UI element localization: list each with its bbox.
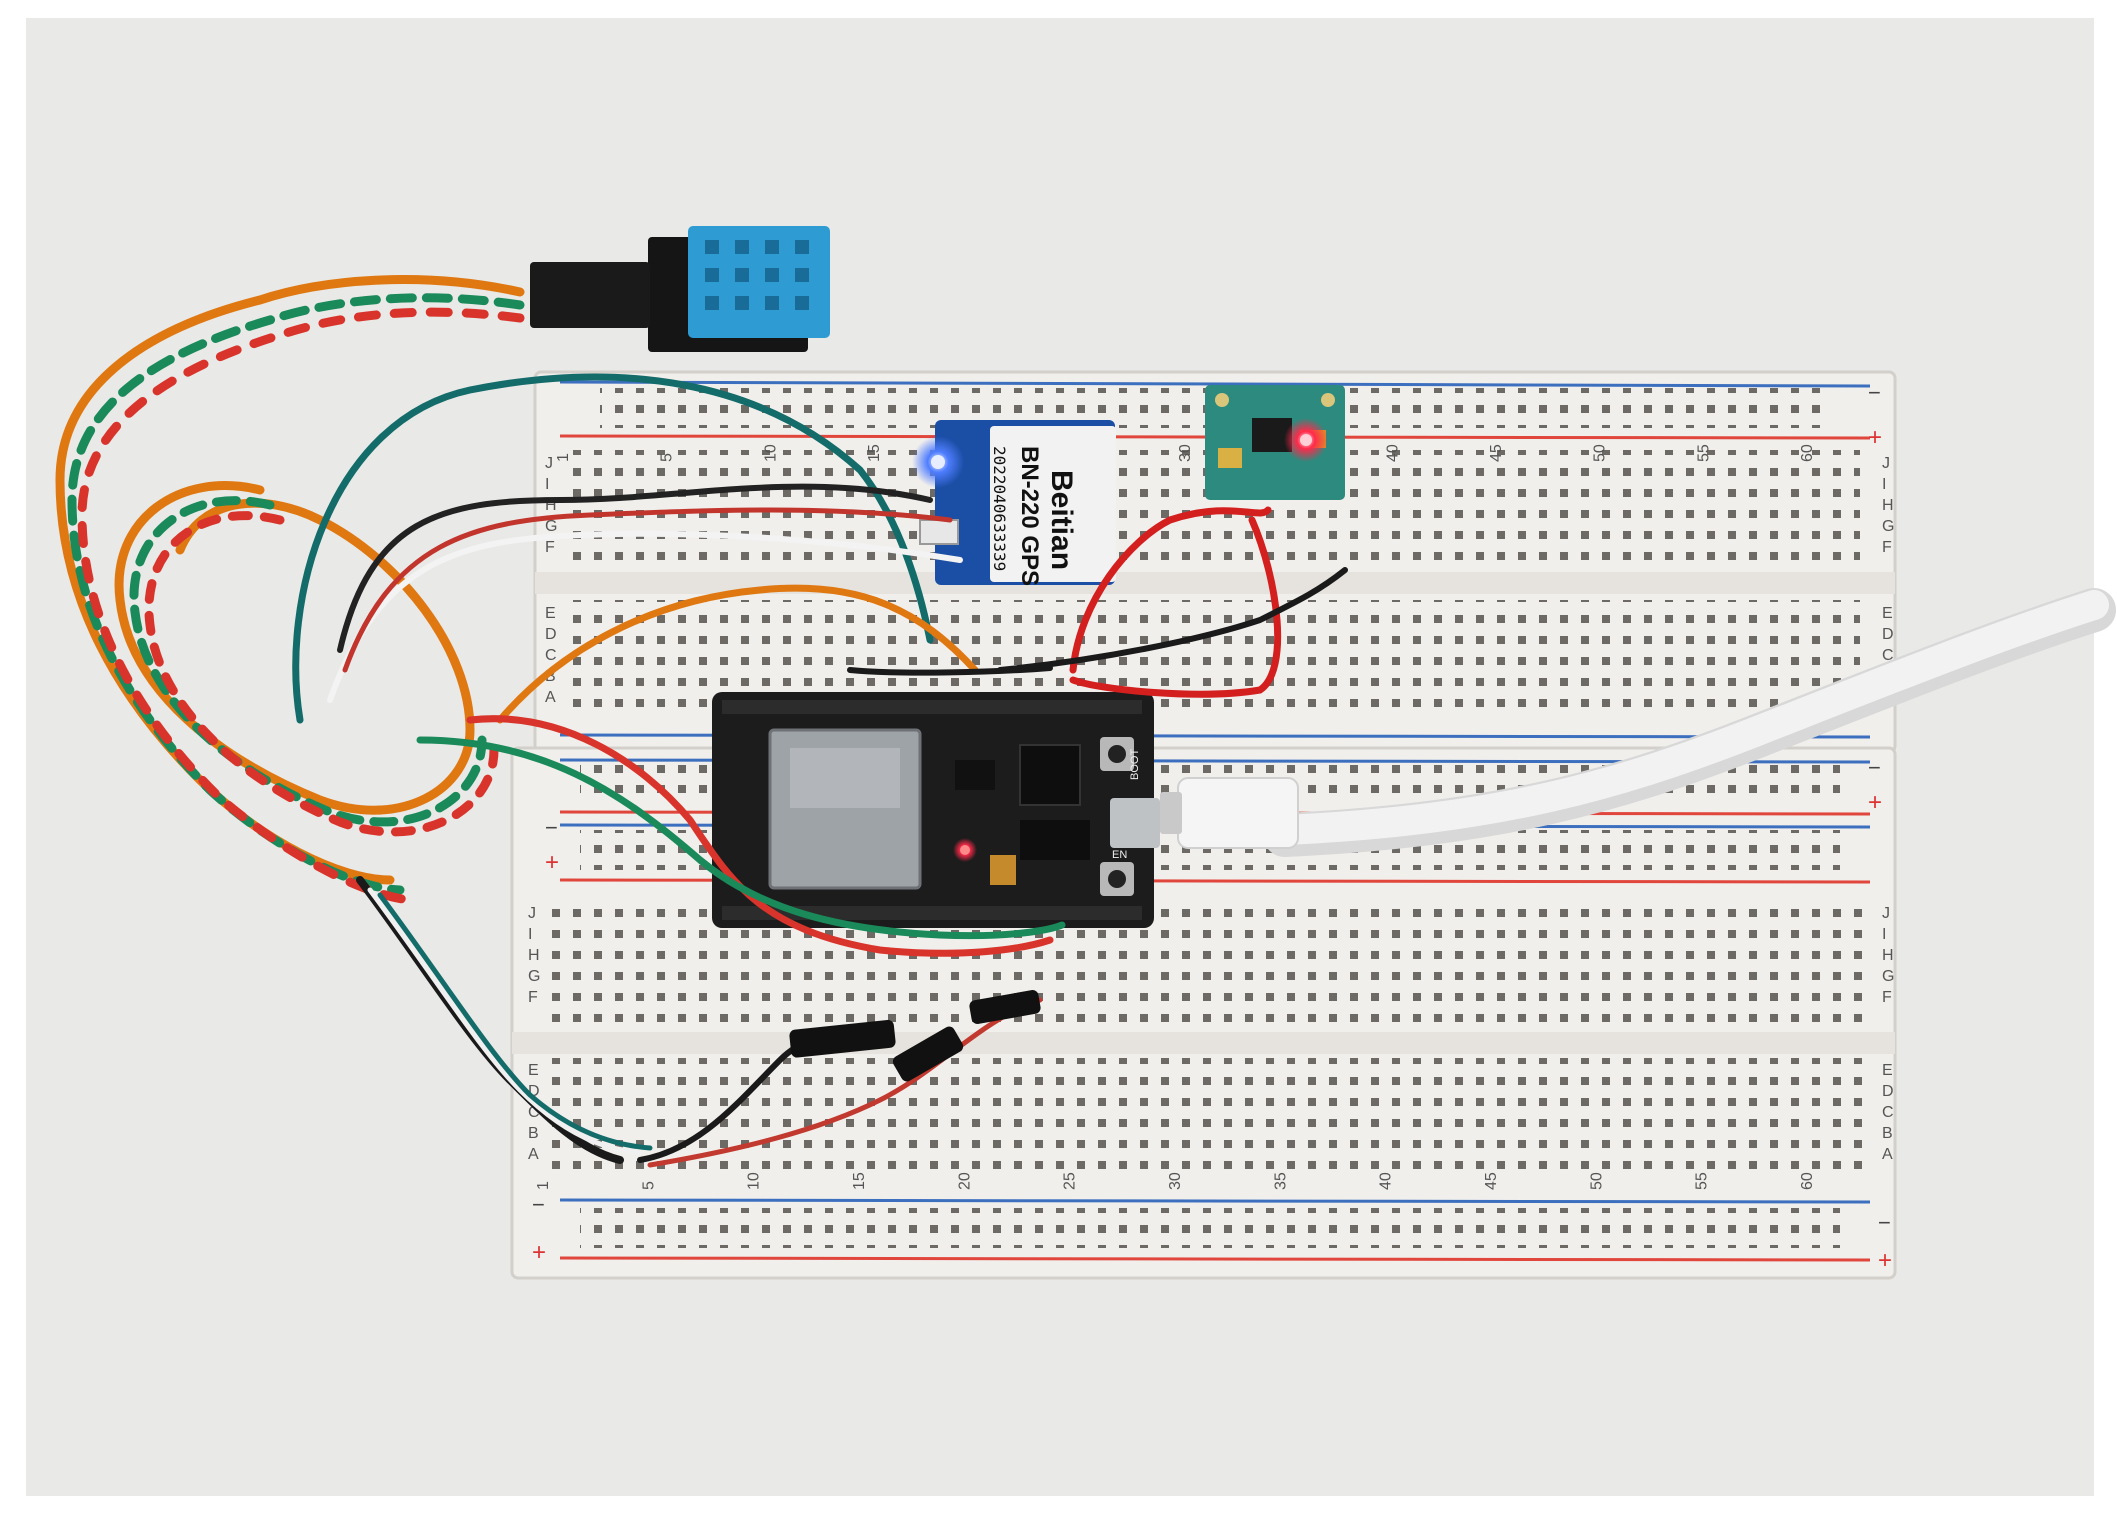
upper-right-top-row-J: J (1882, 455, 1890, 472)
upper-col-15: 15 (866, 444, 883, 462)
lower-rail-plus-2: + (545, 849, 559, 876)
lower-left-top-row-H: H (528, 947, 540, 964)
upper-left-top-row-J: J (545, 455, 553, 472)
lower-col-1: 1 (535, 1181, 552, 1190)
bottom-rail-minus-right: − (1878, 1210, 1891, 1235)
mpu-sensor-icon (1205, 385, 1345, 500)
lower-right-bottom-row-C: C (1882, 1104, 1894, 1121)
lower-col-10: 10 (746, 1172, 763, 1190)
upper-right-top-row-F: F (1882, 539, 1892, 556)
upper-col-55: 55 (1695, 444, 1712, 462)
upper-left-top-row-F: F (545, 539, 555, 556)
upper-left-bottom-row-A: A (545, 689, 556, 706)
lower-col-55: 55 (1694, 1172, 1711, 1190)
gps-brand-label: Beitian (1045, 470, 1078, 570)
gps-module-icon (912, 420, 1116, 585)
lower-col-5: 5 (640, 1181, 657, 1190)
lower-left-bottom-row-D: D (528, 1083, 540, 1100)
wires (55, 275, 1348, 1168)
upper-right-bottom-row-E: E (1882, 605, 1893, 622)
dht11-sensor-icon (530, 226, 830, 352)
lower-left-top-row-G: G (528, 968, 540, 985)
en-label: EN (1112, 849, 1127, 861)
lower-left-top-row-J: J (528, 905, 536, 922)
upper-left-bottom-row-E: E (545, 605, 556, 622)
lower-left-bottom-row-C: C (528, 1104, 540, 1121)
upper-rail-minus: − (1868, 380, 1881, 405)
upper-right-top-row-H: H (1882, 497, 1894, 514)
upper-left-bottom-row-C: C (545, 647, 557, 664)
lower-left-top-row-I: I (528, 926, 532, 943)
upper-col-30: 30 (1177, 444, 1194, 462)
bottom-rail-minus: − (532, 1192, 545, 1217)
lower-col-45: 45 (1483, 1172, 1500, 1190)
lower-left-top-row-F: F (528, 989, 538, 1006)
upper-col-5: 5 (659, 453, 676, 462)
lower-col-20: 20 (956, 1172, 973, 1190)
boot-label: BOOT (1129, 749, 1141, 780)
lower-col-50: 50 (1588, 1172, 1605, 1190)
lower-right-bottom-row-D: D (1882, 1083, 1894, 1100)
upper-col-40: 40 (1384, 444, 1401, 462)
lower-right-bottom-row-E: E (1882, 1062, 1893, 1079)
lower-left-bottom-row-A: A (528, 1146, 539, 1163)
bottom-rail-plus: + (532, 1239, 546, 1266)
lower-right-top-row-H: H (1882, 947, 1894, 964)
upper-left-top-row-I: I (545, 476, 549, 493)
lower-col-30: 30 (1167, 1172, 1184, 1190)
upper-left-bottom-row-D: D (545, 626, 557, 643)
esp32-board-icon (712, 692, 1160, 928)
upper-right-top-row-I: I (1882, 476, 1886, 493)
upper-left-bottom-row-B: B (545, 668, 556, 685)
gps-model-label: BN-220 GPS (1016, 446, 1043, 586)
lower-col-40: 40 (1378, 1172, 1395, 1190)
upper-col-45: 45 (1488, 444, 1505, 462)
upper-col-50: 50 (1592, 444, 1609, 462)
lower-left-bottom-row-E: E (528, 1062, 539, 1079)
upper-col-1: 1 (555, 453, 572, 462)
lower-col-15: 15 (851, 1172, 868, 1190)
upper-col-10: 10 (762, 444, 779, 462)
upper-left-top-row-G: G (545, 518, 557, 535)
lower-rail-plus: + (1868, 789, 1882, 816)
lower-right-top-row-F: F (1882, 989, 1892, 1006)
lower-right-bottom-row-B: B (1882, 1125, 1893, 1142)
lower-right-top-row-I: I (1882, 926, 1886, 943)
lower-rail-minus: − (1868, 755, 1881, 780)
usb-cable-icon (1160, 588, 2116, 857)
upper-col-60: 60 (1799, 444, 1816, 462)
upper-left-top-row-H: H (545, 497, 557, 514)
lower-right-top-row-J: J (1882, 905, 1890, 922)
upper-right-top-row-G: G (1882, 518, 1894, 535)
lower-col-35: 35 (1272, 1172, 1289, 1190)
upper-rail-plus: + (1868, 424, 1882, 451)
lower-col-25: 25 (1062, 1172, 1079, 1190)
lower-right-bottom-row-A: A (1882, 1146, 1893, 1163)
lower-left-bottom-row-B: B (528, 1125, 539, 1142)
bottom-rail-plus-right: + (1878, 1247, 1892, 1274)
lower-rail-minus-2: − (545, 815, 558, 840)
upper-right-bottom-row-C: C (1882, 647, 1894, 664)
lower-col-60: 60 (1799, 1172, 1816, 1190)
upper-right-bottom-row-D: D (1882, 626, 1894, 643)
lower-right-top-row-G: G (1882, 968, 1894, 985)
gps-serial-label: 2022040633339 (990, 446, 1009, 571)
